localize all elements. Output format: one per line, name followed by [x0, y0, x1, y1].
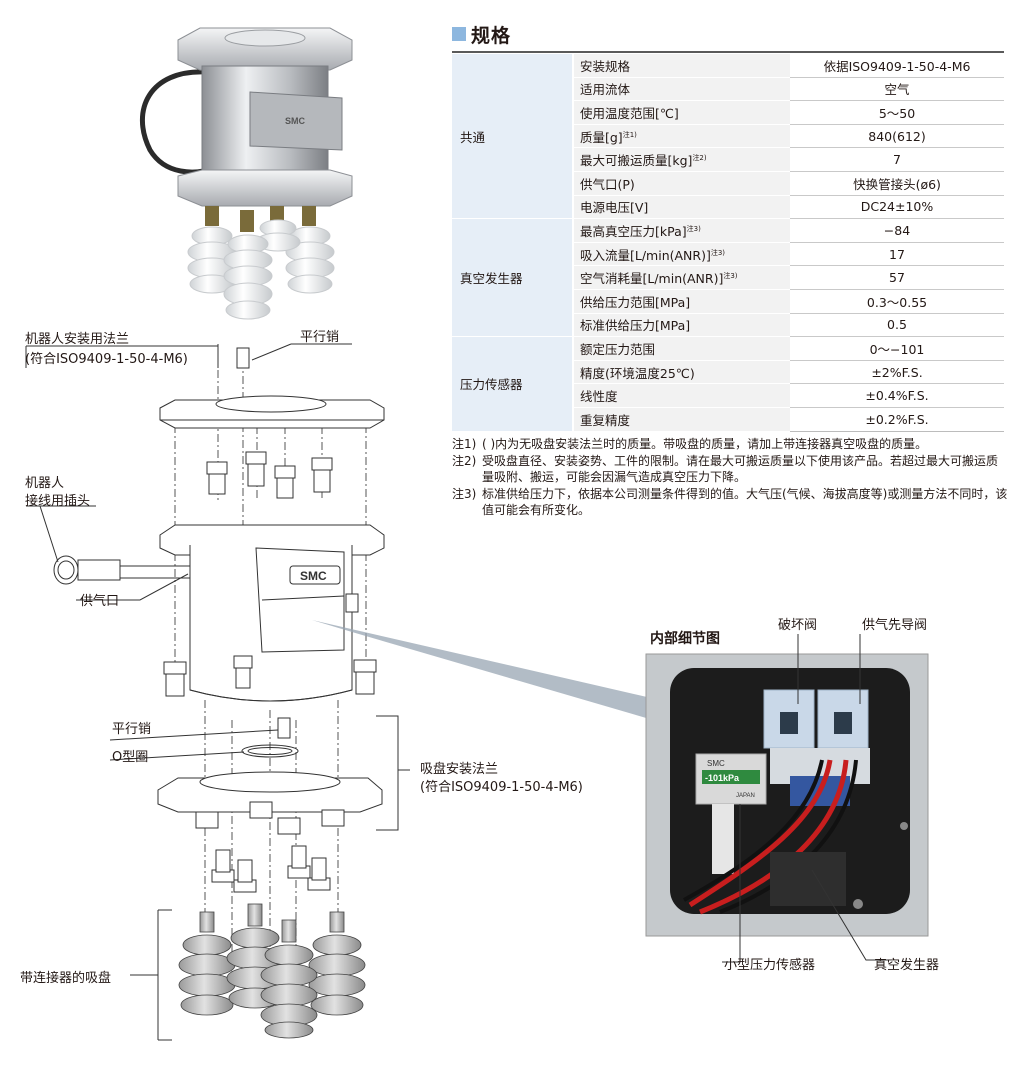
- item-cell: 精度(环境温度25℃): [572, 360, 790, 385]
- item-cell: 吸入流量[L/min(ANR)]注3): [572, 242, 790, 267]
- note-label: 注1): [452, 437, 477, 451]
- value-cell: 快换管接头(ø6): [790, 171, 1004, 196]
- table-row: 吸入流量[L/min(ANR)]注3) 17: [452, 242, 1004, 267]
- item-cell: 使用温度范围[℃]: [572, 100, 790, 125]
- category-cell: 共通: [452, 54, 573, 220]
- body-logo: SMC: [300, 569, 327, 583]
- product-photo: SMC: [139, 27, 353, 320]
- spec-table: 共通 安装规格 依据ISO9409-1-50-4-M6 适用流体 空气 使用温度…: [452, 54, 1004, 432]
- spec-heading: 规格: [452, 20, 511, 48]
- table-row: 精度(环境温度25℃) ±2%F.S.: [452, 360, 1004, 385]
- label-robot-flange: 机器人安装用法兰: [25, 332, 130, 347]
- item-cell: 空气消耗量[L/min(ANR)]注3): [572, 265, 790, 290]
- table-row: 重复精度 ±0.2%F.S.: [452, 407, 1004, 432]
- note-text: ( )内为无吸盘安装法兰时的质量。带吸盘的质量，请加上带连接器真空吸盘的质量。: [482, 437, 928, 451]
- item-cell: 供气口(P): [572, 171, 790, 196]
- table-row: 电源电压[V] DC24±10%: [452, 195, 1004, 220]
- item-cell: 供给压力范围[MPa]: [572, 289, 790, 314]
- value-cell: 空气: [790, 77, 1004, 102]
- table-row: 真空发生器 最高真空压力[kPa]注3) −84: [452, 218, 1004, 338]
- heading-square-icon: [452, 27, 466, 41]
- item-cell: 电源电压[V]: [572, 195, 790, 220]
- label-release-valve: 破坏阀: [778, 618, 818, 633]
- category-cell: 压力传感器: [452, 336, 573, 432]
- exploded-view-diagram: SMC: [53, 347, 399, 990]
- note-text: 受吸盘直径、安装姿势、工件的限制。请在最大可搬运质量以下使用该产品。若超过最大可…: [482, 454, 999, 484]
- item-cell: 重复精度: [572, 407, 790, 432]
- note-label: 注2): [452, 454, 477, 468]
- value-cell: DC24±10%: [790, 195, 1004, 220]
- zoom-indicator: [312, 620, 660, 722]
- value-cell: ±0.2%F.S.: [790, 407, 1004, 432]
- value-cell: 17: [790, 242, 1004, 267]
- value-cell: 840(612): [790, 124, 1004, 149]
- spec-divider: [452, 51, 1004, 53]
- note-item: 注2) 受吸盘直径、安装姿势、工件的限制。请在最大可搬运质量以下使用该产品。若超…: [452, 453, 1008, 485]
- value-cell: ±0.4%F.S.: [790, 383, 1004, 408]
- label-vacuum-generator: 真空发生器: [874, 958, 940, 973]
- value-cell: 5～50: [790, 100, 1004, 125]
- item-cell: 标准供给压力[MPa]: [572, 313, 790, 338]
- value-cell: 0～−101: [790, 336, 1004, 361]
- item-cell: 适用流体: [572, 77, 790, 102]
- item-cell: 安装规格: [572, 54, 790, 78]
- table-row: 压力传感器 额定压力范围 0～−101: [452, 336, 1004, 432]
- detail-callout-leaders: [722, 634, 888, 963]
- item-cell: 质量[g]注1): [572, 124, 790, 149]
- sensor-brand: SMC: [707, 759, 725, 768]
- label-pad-flange-standard: (符合ISO9409-1-50-4-M6): [420, 780, 583, 795]
- table-row: 质量[g]注1) 840(612): [452, 124, 1004, 149]
- table-row: 共通 安装规格 依据ISO9409-1-50-4-M6: [452, 54, 1004, 220]
- detail-title: 内部细节图: [650, 631, 720, 647]
- item-cell: 最高真空压力[kPa]注3): [572, 218, 790, 243]
- value-cell: 7: [790, 147, 1004, 172]
- table-row: 供给压力范围[MPa] 0.3～0.55: [452, 289, 1004, 314]
- note-text: 标准供给压力下，依据本公司测量条件得到的值。大气压(气候、海拔高度等)或测量方法…: [482, 487, 1008, 517]
- table-row: 供气口(P) 快换管接头(ø6): [452, 171, 1004, 196]
- note-item: 注1) ( )内为无吸盘安装法兰时的质量。带吸盘的质量，请加上带连接器真空吸盘的…: [452, 436, 1008, 452]
- note-label: 注3): [452, 487, 477, 501]
- label-robot-connector-line2: 接线用插头: [25, 494, 91, 509]
- label-supply-port: 供气口: [80, 594, 120, 609]
- item-cell: 最大可搬运质量[kg]注2): [572, 147, 790, 172]
- value-cell: 依据ISO9409-1-50-4-M6: [790, 54, 1004, 78]
- item-cell: 线性度: [572, 383, 790, 408]
- label-suction-pads: 带连接器的吸盘: [20, 971, 112, 986]
- spec-title: 规格: [471, 24, 512, 47]
- value-cell: 0.3～0.55: [790, 289, 1004, 314]
- label-robot-connector-line1: 机器人: [25, 476, 65, 491]
- value-cell: −84: [790, 218, 1004, 243]
- label-parallel-pin-top: 平行销: [300, 330, 340, 345]
- svg-text:SMC: SMC: [285, 116, 306, 126]
- value-cell: 57: [790, 265, 1004, 290]
- table-row: 线性度 ±0.4%F.S.: [452, 383, 1004, 408]
- value-cell: 0.5: [790, 313, 1004, 338]
- value-cell: ±2%F.S.: [790, 360, 1004, 385]
- label-pressure-sensor: 小型压力传感器: [724, 958, 816, 973]
- sensor-reading: -101kPa: [705, 773, 740, 783]
- category-cell: 真空发生器: [452, 218, 573, 338]
- callout-leaders: [25, 343, 410, 1041]
- table-row: 空气消耗量[L/min(ANR)]注3) 57: [452, 265, 1004, 290]
- table-row: 适用流体 空气: [452, 77, 1004, 102]
- spec-notes: 注1) ( )内为无吸盘安装法兰时的质量。带吸盘的质量，请加上带连接器真空吸盘的…: [452, 436, 1008, 519]
- label-o-ring: O型圈: [112, 750, 149, 765]
- label-pad-flange: 吸盘安装法兰: [420, 762, 499, 777]
- label-robot-flange-standard: (符合ISO9409-1-50-4-M6): [25, 352, 188, 367]
- sensor-origin: JAPAN: [736, 793, 755, 799]
- table-row: 标准供给压力[MPa] 0.5: [452, 313, 1004, 338]
- label-parallel-pin-bottom: 平行销: [112, 722, 152, 737]
- note-item: 注3) 标准供给压力下，依据本公司测量条件得到的值。大气压(气候、海拔高度等)或…: [452, 486, 1008, 518]
- internal-detail-photo: SMC -101kPa JAPAN: [645, 653, 929, 937]
- item-cell: 额定压力范围: [572, 336, 790, 361]
- label-pilot-valve: 供气先导阀: [862, 618, 928, 633]
- table-row: 最大可搬运质量[kg]注2) 7: [452, 147, 1004, 172]
- suction-pads-drawing: [178, 903, 366, 1039]
- table-row: 使用温度范围[℃] 5～50: [452, 100, 1004, 125]
